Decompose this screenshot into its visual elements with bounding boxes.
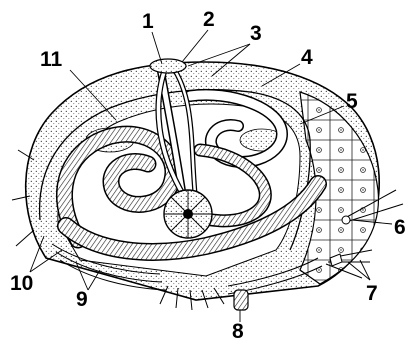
apical-disc <box>150 59 186 73</box>
label-8: 8 <box>232 320 244 340</box>
leader-9b <box>88 270 100 290</box>
label-1: 1 <box>142 10 154 33</box>
leader-2 <box>182 30 208 62</box>
label-9: 9 <box>76 288 88 311</box>
leader-7b <box>360 260 370 280</box>
label-7: 7 <box>366 282 378 305</box>
tube-foot <box>234 290 248 310</box>
label-11: 11 <box>40 48 63 71</box>
spine <box>16 230 34 246</box>
label-5: 5 <box>346 90 358 113</box>
label-6: 6 <box>394 216 406 239</box>
label-10: 10 <box>10 272 33 295</box>
label-2: 2 <box>203 8 215 31</box>
aristotles-lantern <box>164 190 212 238</box>
label-4: 4 <box>301 46 313 69</box>
label-3: 3 <box>250 22 262 45</box>
leader-1 <box>152 32 162 64</box>
